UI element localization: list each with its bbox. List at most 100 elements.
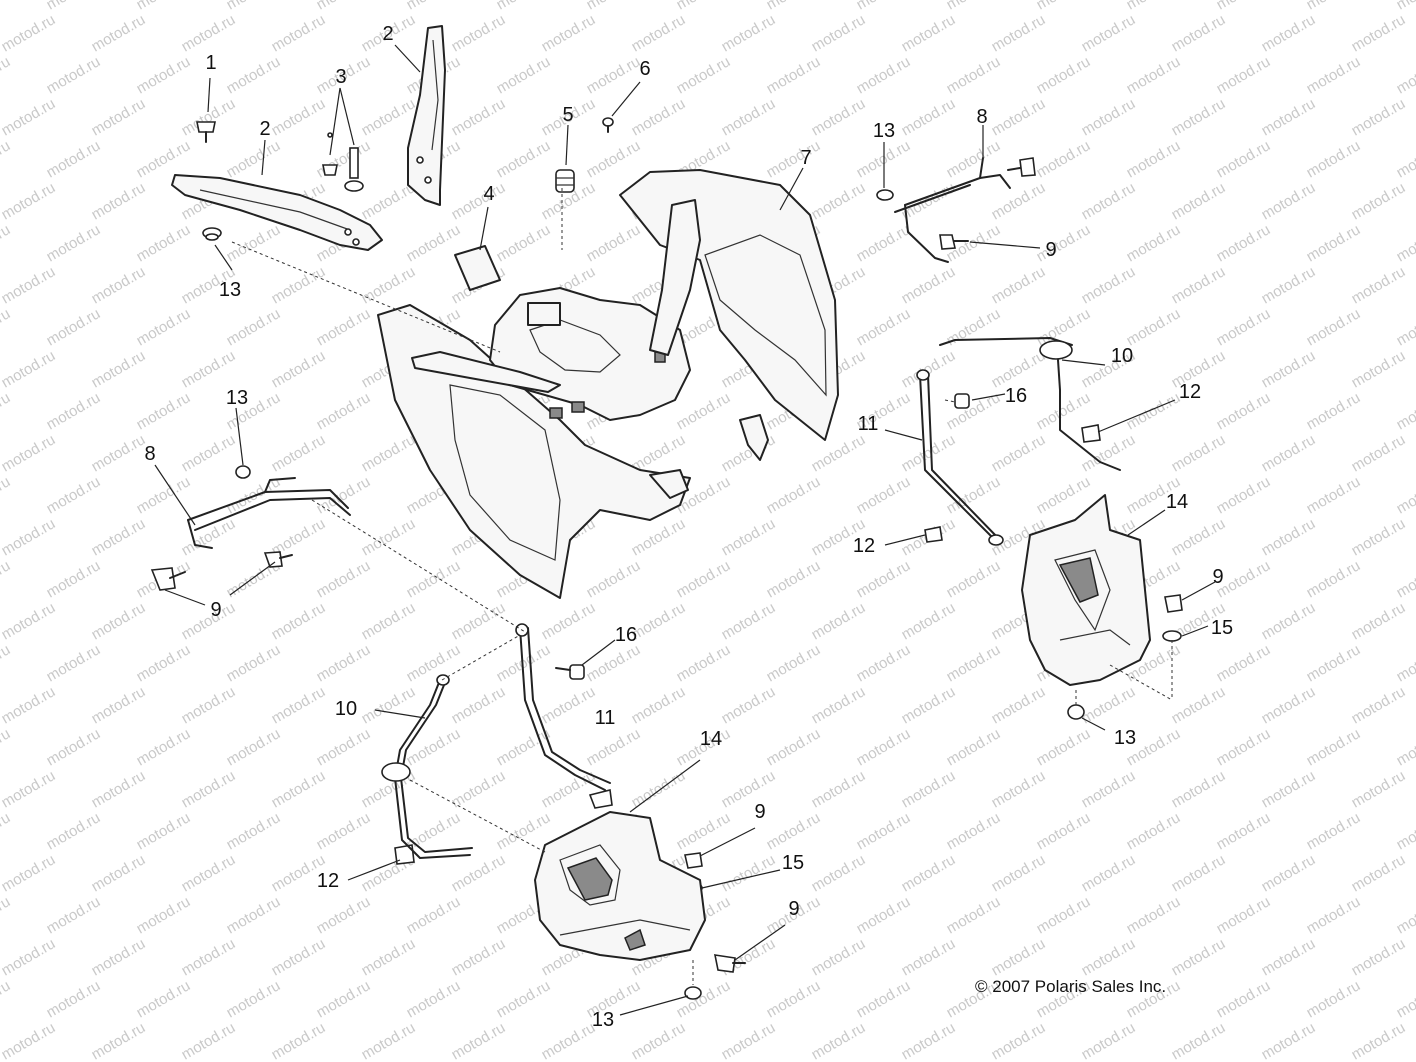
watermark-text: motod.ru	[1394, 0, 1416, 13]
watermark-text: motod.ru	[809, 851, 869, 895]
watermark-text: motod.ru	[1169, 263, 1229, 307]
watermark-text: motod.ru	[0, 1019, 58, 1062]
watermark-text: motod.ru	[269, 767, 329, 811]
watermark-text: motod.ru	[719, 851, 779, 895]
watermark-text: motod.ru	[989, 95, 1049, 139]
watermark-text: motod.ru	[719, 683, 779, 727]
watermark-text: motod.ru	[584, 725, 644, 769]
watermark-text: motod.ru	[1349, 347, 1409, 391]
watermark-text: motod.ru	[899, 683, 959, 727]
watermark-text: motod.ru	[1124, 137, 1184, 181]
watermark-text: motod.ru	[89, 683, 149, 727]
watermark-text: motod.ru	[944, 725, 1004, 769]
watermark-text: motod.ru	[269, 431, 329, 475]
watermark-text: motod.ru	[1259, 347, 1319, 391]
watermark-text: motod.ru	[0, 809, 13, 853]
watermark-text: motod.ru	[584, 557, 644, 601]
watermark-text: motod.ru	[404, 641, 464, 685]
watermark-text: motod.ru	[1079, 1019, 1139, 1062]
watermark-text: motod.ru	[809, 599, 869, 643]
watermark-text: motod.ru	[764, 473, 824, 517]
watermark-text: motod.ru	[854, 893, 914, 937]
watermark-text: motod.ru	[629, 11, 689, 55]
watermark-text: motod.ru	[1169, 515, 1229, 559]
callout-label: 12	[317, 870, 339, 892]
watermark-text: motod.ru	[359, 1019, 419, 1062]
watermark-text: motod.ru	[404, 893, 464, 937]
watermark-text: motod.ru	[89, 767, 149, 811]
watermark-text: motod.ru	[854, 641, 914, 685]
callout-labels: 1 2 2 3 4 5 6 7 13 8 9 13 13 8 9 10 16 1…	[144, 23, 1233, 1031]
watermark-text: motod.ru	[539, 1019, 599, 1062]
watermark-text: motod.ru	[989, 1019, 1049, 1062]
watermark-text: motod.ru	[854, 53, 914, 97]
watermark-text: motod.ru	[1349, 515, 1409, 559]
callout-label: 13	[226, 387, 248, 409]
watermark-text: motod.ru	[224, 893, 284, 937]
watermark-text: motod.ru	[1034, 893, 1094, 937]
watermark-text: motod.ru	[854, 137, 914, 181]
watermark-text: motod.ru	[854, 809, 914, 853]
watermark-text: motod.ru	[0, 599, 58, 643]
watermark-text: motod.ru	[1259, 431, 1319, 475]
watermark-text: motod.ru	[1214, 893, 1274, 937]
watermark-text: motod.ru	[359, 263, 419, 307]
watermark-text: motod.ru	[1349, 767, 1409, 811]
side-panel-lower	[534, 811, 706, 961]
watermark-text: motod.ru	[674, 53, 734, 97]
watermark-text: motod.ru	[0, 431, 58, 475]
watermark-text: motod.ru	[179, 767, 239, 811]
watermark-text: motod.ru	[899, 851, 959, 895]
watermark-text: motod.ru	[764, 0, 824, 13]
watermark-text: motod.ru	[899, 431, 959, 475]
watermark-text: motod.ru	[1259, 179, 1319, 223]
callout-label: 15	[1211, 617, 1233, 639]
brace-lower	[171, 174, 383, 251]
callout-label: 9	[788, 898, 799, 920]
callout-label: 1	[205, 52, 216, 74]
watermark-text: motod.ru	[179, 599, 239, 643]
watermark-text: motod.ru	[1079, 95, 1139, 139]
watermark-text: motod.ru	[1349, 1019, 1409, 1062]
watermark-text: motod.ru	[224, 305, 284, 349]
watermark-text: motod.ru	[314, 137, 374, 181]
watermark-text: motod.ru	[854, 0, 914, 13]
watermark-text: motod.ru	[89, 599, 149, 643]
callout-label: 13	[592, 1009, 614, 1031]
watermark-text: motod.ru	[0, 767, 58, 811]
watermark-text: motod.ru	[89, 515, 149, 559]
watermark-text: motod.ru	[0, 641, 13, 685]
watermark-text: motod.ru	[0, 137, 13, 181]
callout-label: 13	[219, 279, 241, 301]
watermark-text: motod.ru	[1169, 935, 1229, 979]
watermark-text: motod.ru	[1259, 935, 1319, 979]
watermark-text: motod.ru	[359, 431, 419, 475]
watermark-text: motod.ru	[539, 683, 599, 727]
watermark-text: motod.ru	[1214, 53, 1274, 97]
watermark-text: motod.ru	[0, 515, 58, 559]
watermark-text: motod.ru	[314, 725, 374, 769]
watermark-text: motod.ru	[674, 809, 734, 853]
watermark-text: motod.ru	[0, 0, 13, 13]
watermark-text: motod.ru	[1394, 725, 1416, 769]
watermark-text: motod.ru	[89, 95, 149, 139]
watermark-text: motod.ru	[1124, 809, 1184, 853]
watermark-text: motod.ru	[764, 641, 824, 685]
watermark-text: motod.ru	[0, 347, 58, 391]
watermark-text: motod.ru	[899, 95, 959, 139]
watermark-text: motod.ru	[179, 431, 239, 475]
watermark-text: motod.ru	[1124, 0, 1184, 13]
watermark-text: motod.ru	[1304, 893, 1364, 937]
watermark-text: motod.ru	[404, 557, 464, 601]
watermark-text: motod.ru	[44, 473, 104, 517]
watermark-text: motod.ru	[809, 1019, 869, 1062]
watermark-text: motod.ru	[1214, 137, 1274, 181]
watermark-text: motod.ru	[359, 515, 419, 559]
watermark-text: motod.ru	[1169, 1019, 1229, 1062]
watermark-text: motod.ru	[1394, 53, 1416, 97]
watermark-text: motod.ru	[44, 53, 104, 97]
callout-label: 5	[562, 104, 573, 126]
watermark-text: motod.ru	[944, 641, 1004, 685]
watermark-text: motod.ru	[584, 0, 644, 13]
